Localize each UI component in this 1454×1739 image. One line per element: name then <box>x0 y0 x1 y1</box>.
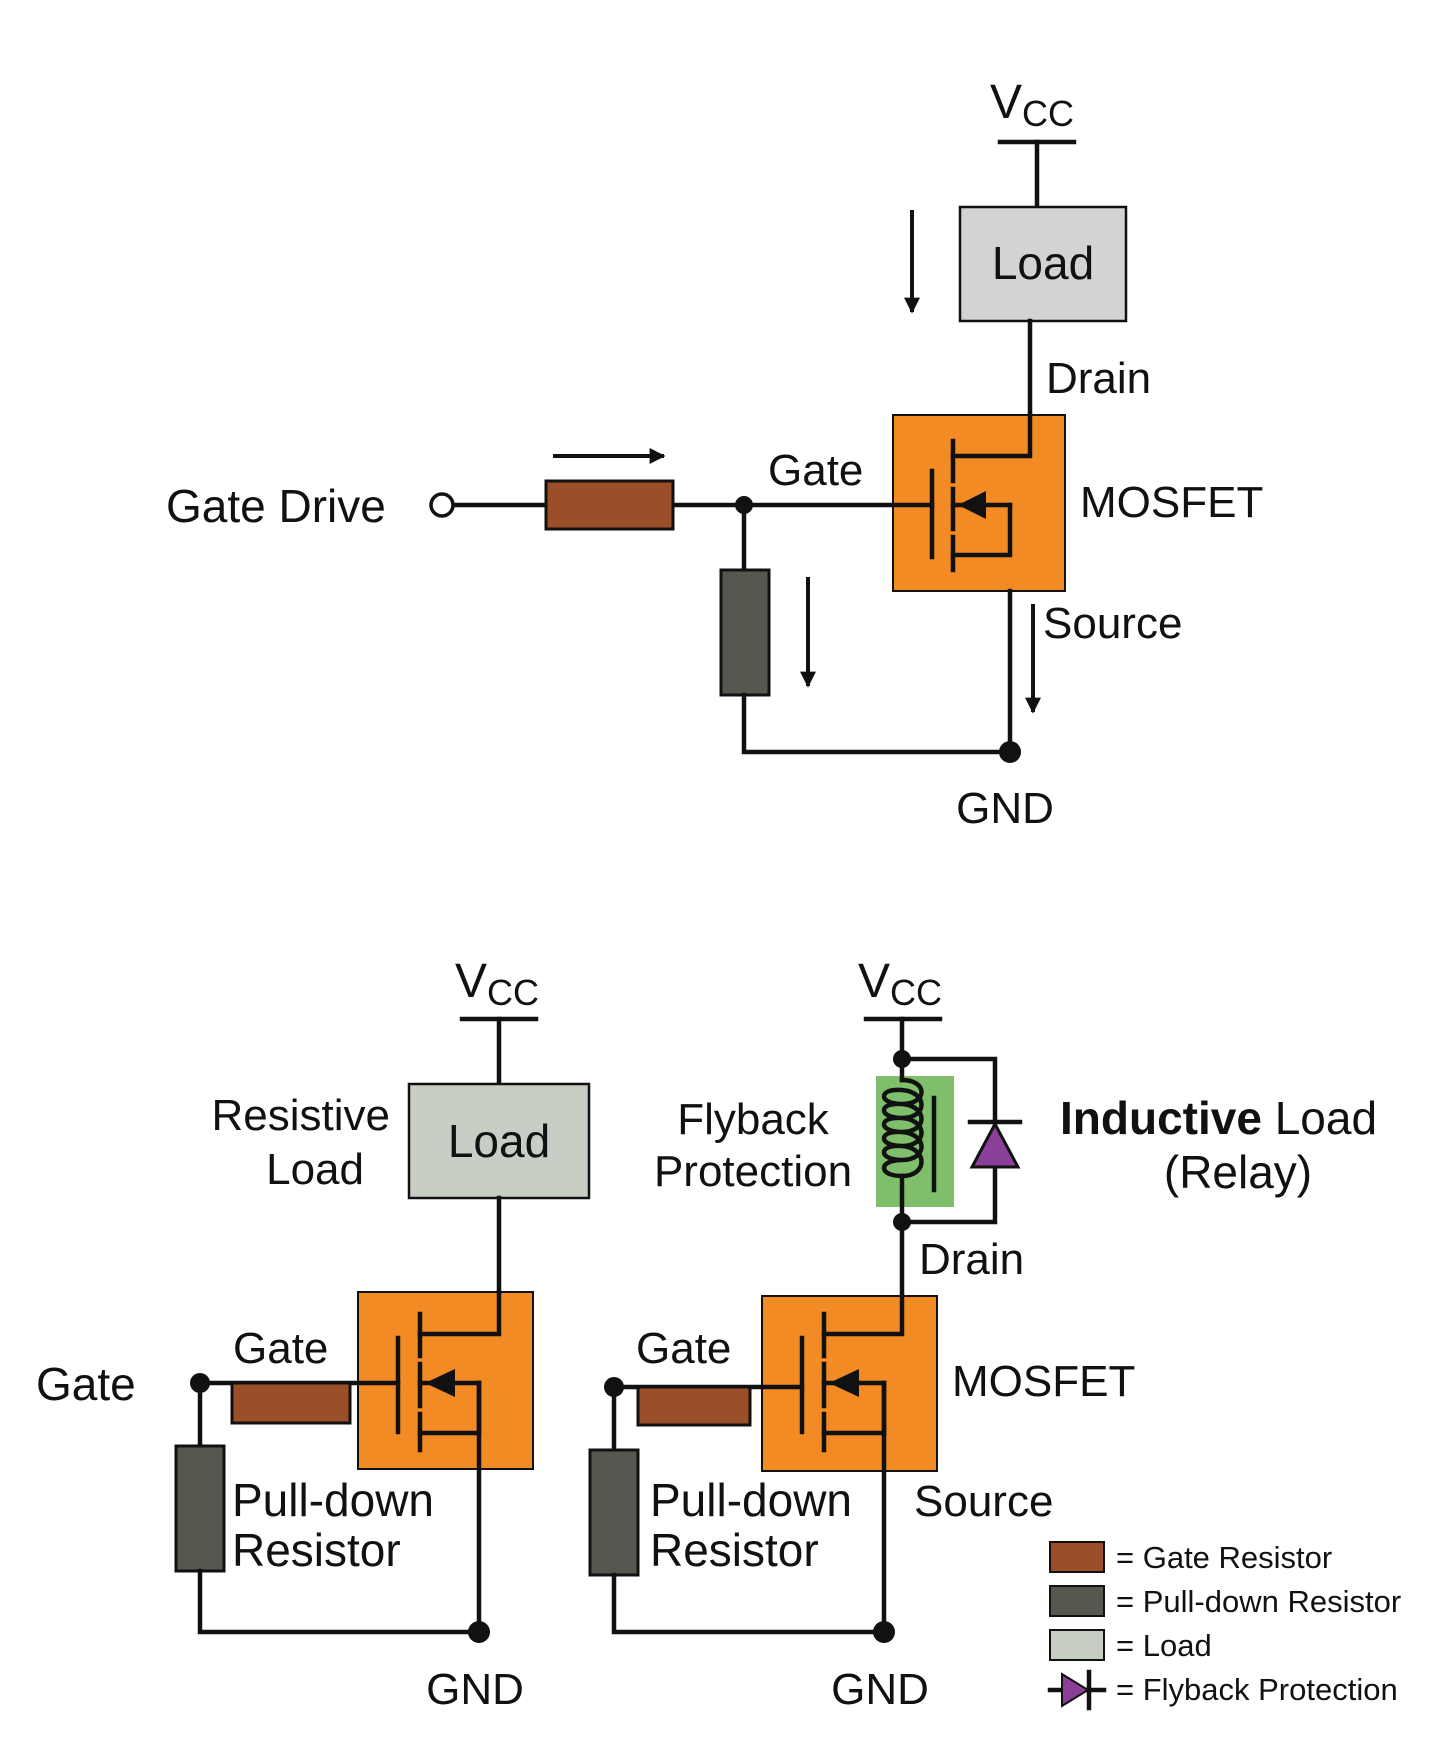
left-pulldown-resistor <box>174 1444 226 1573</box>
top-vcc-label: VCC <box>990 76 1074 134</box>
left-pulldown-label-line1: Pull-down <box>232 1474 434 1526</box>
top-mosfet-body-arrow <box>958 491 986 519</box>
left-vcc-label: VCC <box>455 955 539 1013</box>
top-gnd-node <box>999 741 1021 763</box>
top-gnd-wire <box>741 588 1013 755</box>
legend-label-flyback: = Flyback Protection <box>1116 1672 1398 1707</box>
right-gnd-node <box>873 1621 895 1643</box>
legend-swatch-pulldown-resistor <box>1049 1585 1105 1617</box>
right-gnd-label: GND <box>831 1665 929 1714</box>
left-gnd-label: GND <box>426 1665 524 1714</box>
top-source-label: Source <box>1043 599 1182 648</box>
top-mosfet-symbol <box>929 412 1033 573</box>
left-gnd-node <box>468 1621 490 1643</box>
right-vcc-label: VCC <box>858 955 942 1013</box>
right-pulldown-label-line1: Pull-down <box>650 1474 852 1526</box>
left-gate-resistor <box>230 1381 352 1425</box>
right-mosfet-label: MOSFET <box>952 1357 1135 1406</box>
top-gnd-label: GND <box>956 784 1054 833</box>
relay-coil <box>881 1056 937 1225</box>
legend-diode-icon <box>1047 1669 1107 1711</box>
right-drain-label: Drain <box>919 1235 1024 1284</box>
left-load-label: Load <box>448 1115 550 1167</box>
top-load-label: Load <box>992 237 1094 289</box>
relay-label: (Relay) <box>1164 1146 1312 1198</box>
legend-label-pulldown-resistor: = Pull-down Resistor <box>1116 1584 1401 1619</box>
top-load-box <box>958 205 1128 323</box>
right-gate-label: Gate <box>636 1324 731 1373</box>
right-pulldown-resistor <box>588 1448 640 1577</box>
right-gate-resistor <box>636 1385 752 1427</box>
top-pulldown-resistor <box>719 568 771 697</box>
top-mosfet-label: MOSFET <box>1080 478 1263 527</box>
left-pulldown-label-line2: Resistor <box>232 1524 401 1576</box>
left-gate-outer-label: Gate <box>36 1358 136 1410</box>
legend-swatch-load <box>1049 1629 1105 1661</box>
left-gate-inner-label: Gate <box>233 1324 328 1373</box>
right-pulldown-label-line2: Resistor <box>650 1524 819 1576</box>
legend-label-gate-resistor: = Gate Resistor <box>1116 1540 1332 1575</box>
inductive-load-circuit: VCC Flyback Protection Inductive Load (R… <box>588 955 1377 1714</box>
top-gate-drive-terminal <box>429 492 455 518</box>
top-drain-label: Drain <box>1046 354 1151 403</box>
top-gate-resistor <box>544 479 675 531</box>
flyback-label-line1: Flyback <box>677 1095 830 1144</box>
right-source-label: Source <box>914 1477 1053 1526</box>
left-gnd-wire <box>197 1380 482 1635</box>
resistive-label-line1: Resistive <box>212 1091 391 1140</box>
flyback-label-line2: Protection <box>654 1147 852 1196</box>
diode-triangle <box>969 1120 1021 1169</box>
inductive-load-label: Inductive Load <box>1060 1092 1377 1144</box>
resistive-load-circuit: VCC Resistive Load Load Gate Gate Pull-d… <box>36 955 591 1714</box>
top-gate-drive-label: Gate Drive <box>166 480 386 532</box>
top-circuit: VCC Load Drain MOSFET Gate Drive Gate <box>166 76 1263 833</box>
top-gate-label: Gate <box>768 446 863 495</box>
legend: = Gate Resistor = Pull-down Resistor = L… <box>1047 1540 1401 1711</box>
right-gnd-wire <box>611 1380 887 1635</box>
legend-label-load: = Load <box>1116 1628 1212 1663</box>
legend-swatch-gate-resistor <box>1049 1541 1105 1573</box>
resistive-label-line2: Load <box>266 1145 364 1194</box>
